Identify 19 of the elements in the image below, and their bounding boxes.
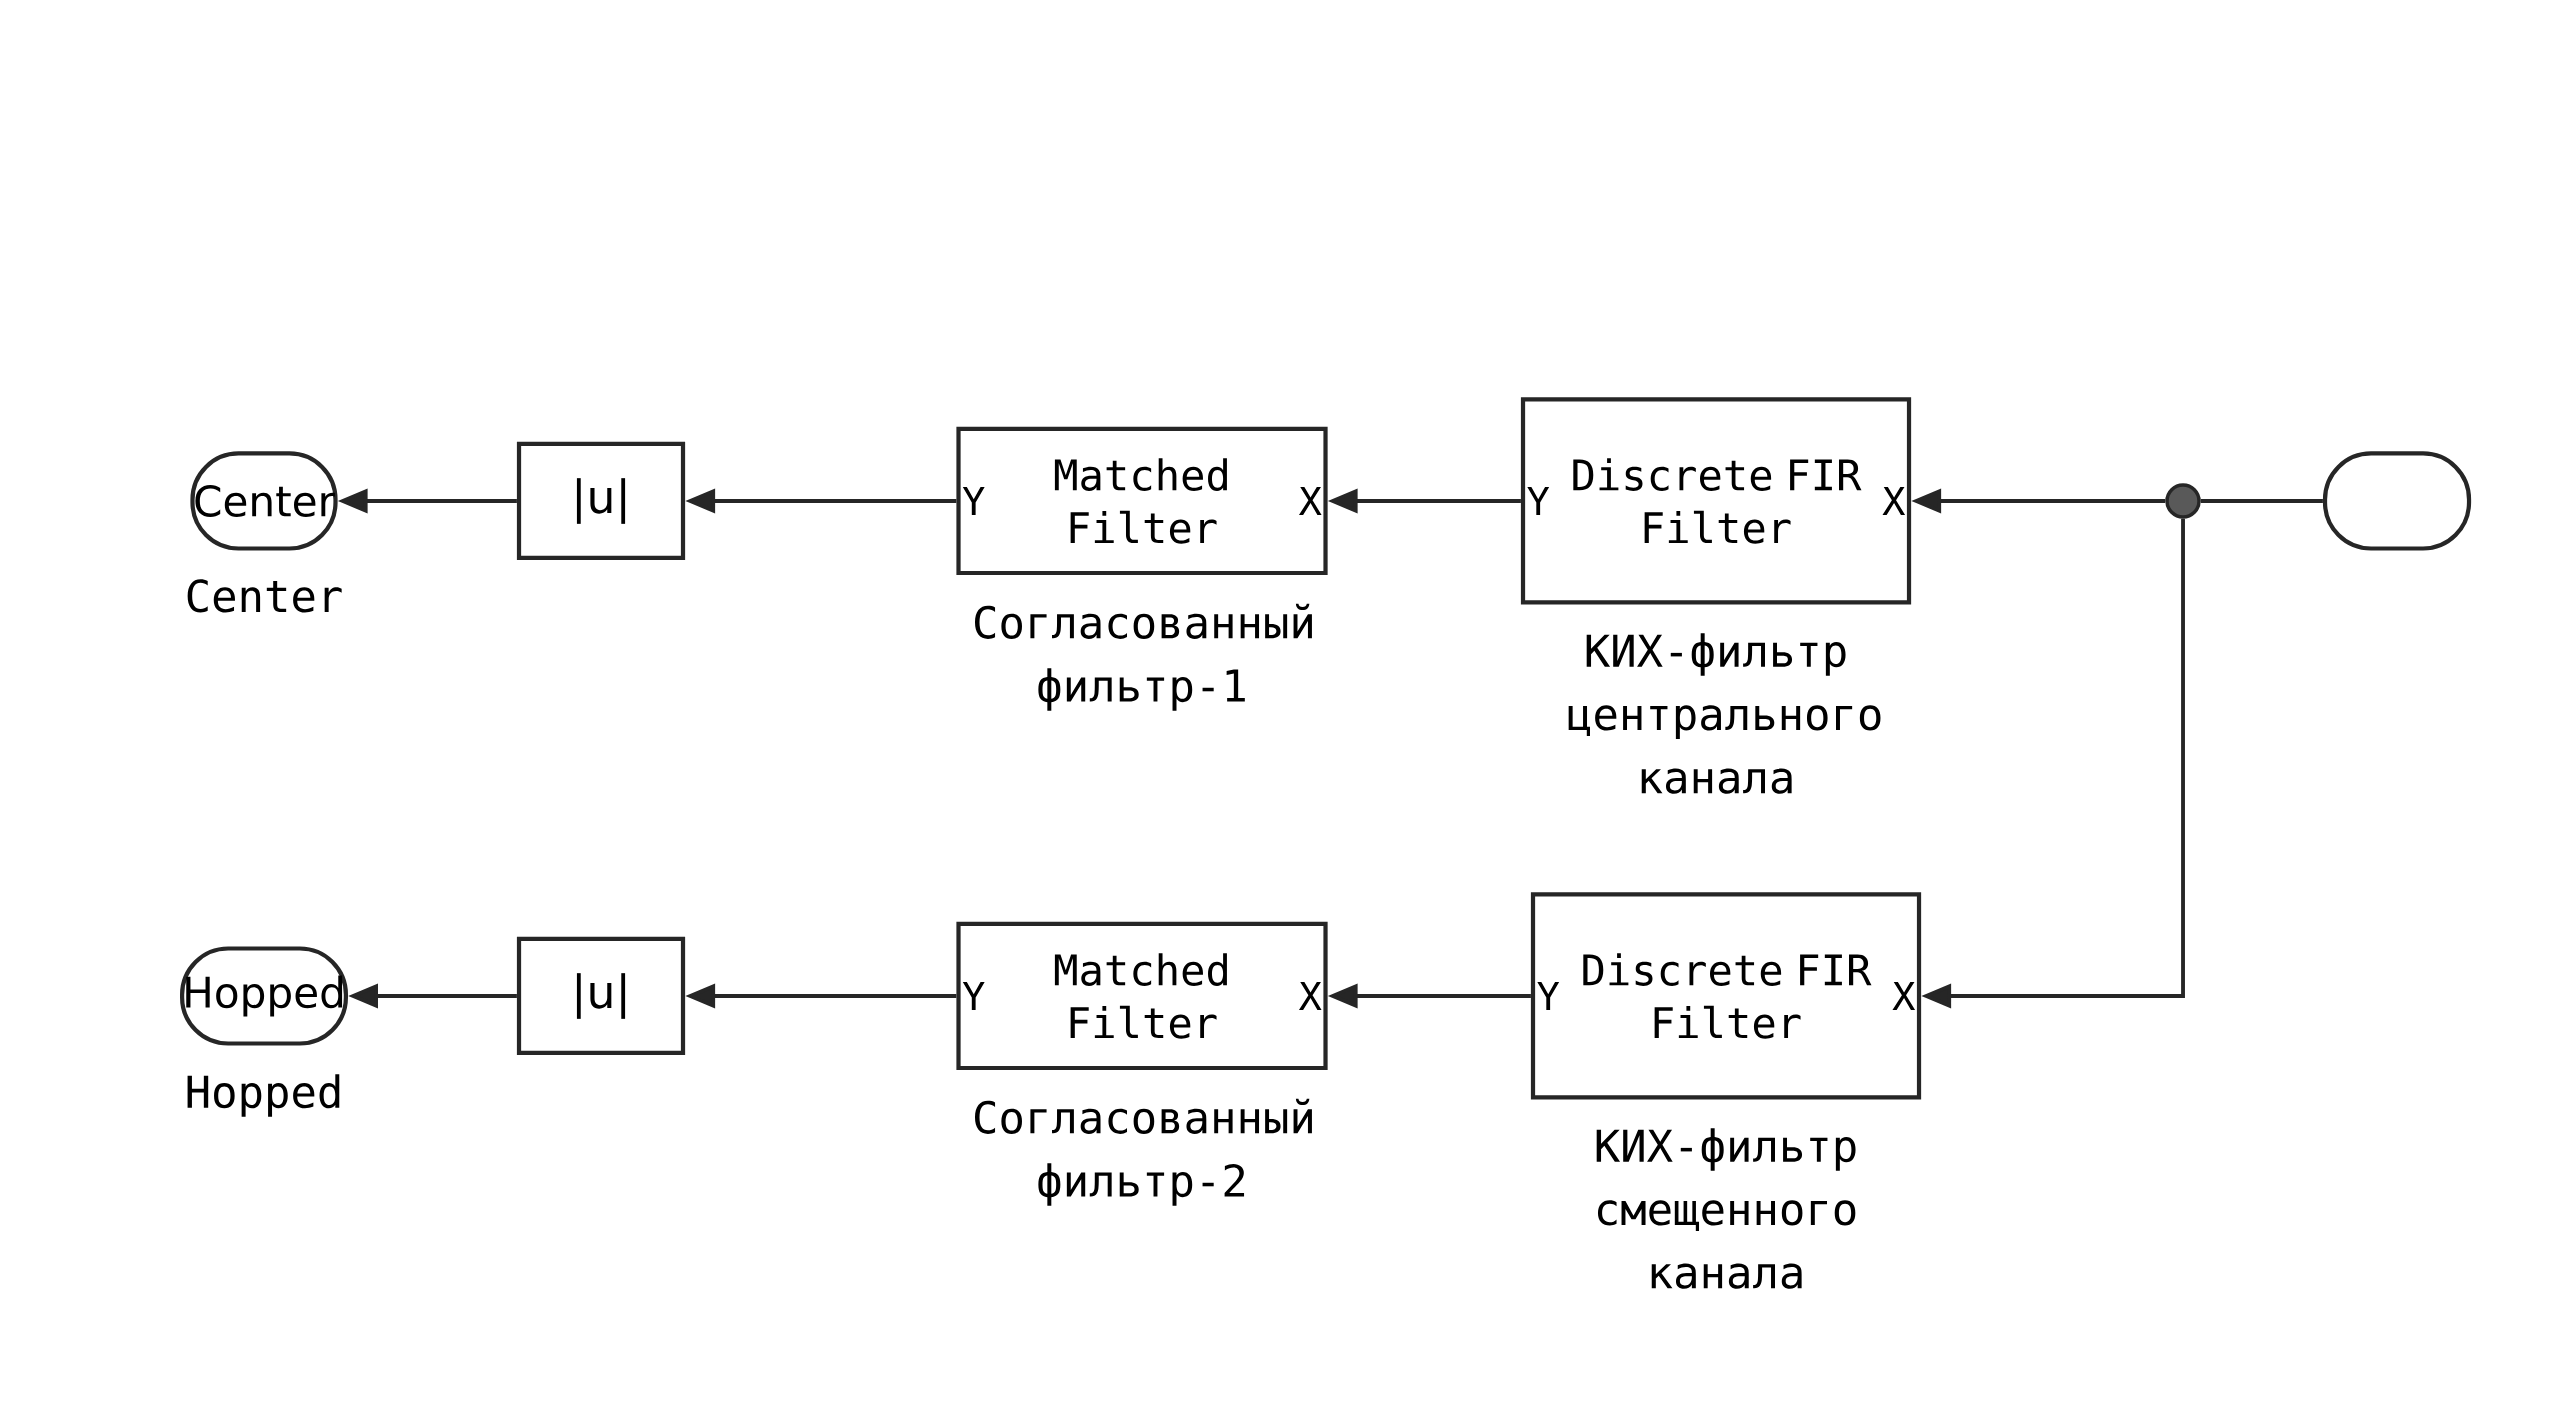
port-label: Y bbox=[1537, 981, 1560, 1011]
junction-dot bbox=[2165, 483, 2201, 519]
port-label: X bbox=[1298, 981, 1322, 1011]
terminal bbox=[2322, 451, 2472, 551]
port-label: Y bbox=[1527, 486, 1550, 516]
port-label: X bbox=[1298, 486, 1322, 516]
block-caption: Согласованный фильтр-1 bbox=[975, 603, 1312, 711]
block-caption: КИХ-фильтр центрального канала bbox=[1568, 633, 1881, 794]
block-caption: Hopped bbox=[187, 1074, 340, 1117]
block-caption: Согласованный фильтр-2 bbox=[975, 1098, 1312, 1206]
block: |u| bbox=[516, 441, 686, 561]
block: |u| bbox=[516, 936, 686, 1056]
port-label: Y bbox=[962, 981, 985, 1011]
terminal: Hopped bbox=[180, 946, 348, 1046]
block-caption: Center bbox=[187, 579, 342, 613]
block-caption: КИХ-фильтр смещенного канала bbox=[1596, 1128, 1856, 1289]
port-label: X bbox=[1882, 486, 1906, 516]
port-label: Y bbox=[962, 486, 985, 516]
port-label: X bbox=[1892, 981, 1916, 1011]
